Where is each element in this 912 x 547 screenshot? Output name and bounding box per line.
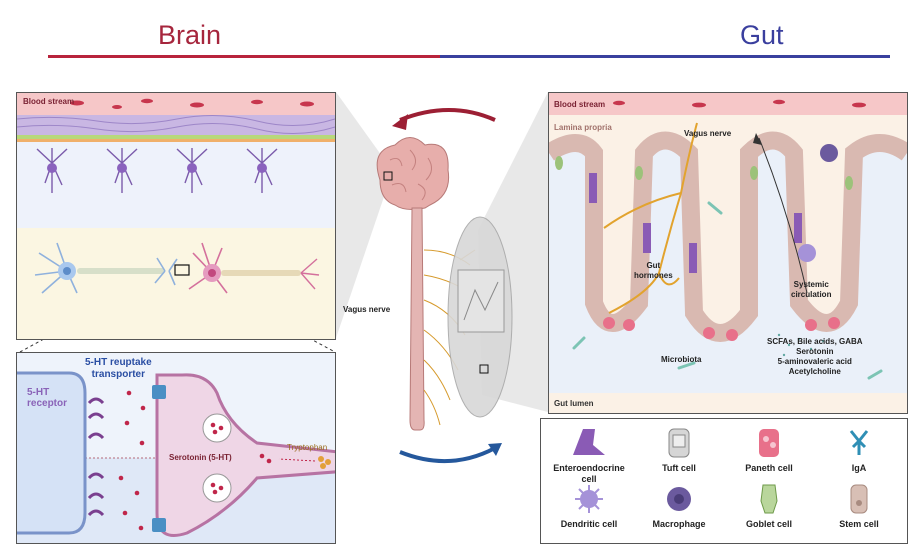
gut-hormones-label: Gut hormones <box>634 261 673 280</box>
brain-tissue-panel: Blood stream <box>16 92 336 340</box>
legend-item: Dendritic cell <box>541 481 637 530</box>
dendritic-cell-icon <box>575 485 603 513</box>
synapse-illustration <box>17 353 335 543</box>
brain-tissue-illustration <box>17 93 335 339</box>
gut-heading: Gut <box>740 20 784 50</box>
gut-to-brain-arrow <box>399 446 496 464</box>
brain-blood-stream-label: Blood stream <box>23 97 75 106</box>
legend-item: Macrophage <box>631 481 727 530</box>
synapse-panel: 5-HT receptor 5-HT reuptake transporter … <box>16 352 336 544</box>
lamina-propria-label: Lamina propria <box>554 123 612 132</box>
legend-item: IgA <box>811 425 907 474</box>
legend-item: Paneth cell <box>721 425 817 474</box>
gut-blood-stream-label: Blood stream <box>554 100 606 109</box>
brain-divider-bar <box>48 55 440 58</box>
brain-vagus-illustration <box>376 108 513 464</box>
paneth-cell-icon <box>759 429 779 457</box>
gut-vagus-nerve-label: Vagus nerve <box>684 129 732 138</box>
macrophage-icon <box>667 487 691 511</box>
tryptophan-label: Tryptophan <box>287 443 328 452</box>
legend-item: Goblet cell <box>721 481 817 530</box>
legend-item: Enteroendocrine cell <box>541 425 637 485</box>
receptor-label: 5-HT receptor <box>27 387 68 409</box>
enteroendocrine-cell-icon <box>573 429 605 455</box>
legend-item: Tuft cell <box>631 425 727 474</box>
iga-icon <box>849 430 869 455</box>
goblet-cell-icon <box>760 484 778 514</box>
metabolites-label: SCFAs, Bile acids, GABA Serotonin 5-amin… <box>767 337 863 376</box>
gut-tissue-panel: Blood stream Lamina propria Vagus nerve … <box>548 92 908 414</box>
transporter-label: 5-HT reuptake transporter <box>85 357 152 380</box>
systemic-circulation-label: Systemic circulation <box>791 280 832 299</box>
gut-lumen-label: Gut lumen <box>554 399 594 408</box>
gut-tissue-illustration <box>549 93 907 413</box>
microbiota-label: Microbiota <box>661 355 702 364</box>
brain-to-gut-arrow <box>399 108 496 122</box>
serotonin-label: Serotonin (5-HT) <box>169 453 232 462</box>
tuft-cell-icon <box>668 428 690 458</box>
center-vagus-nerve-label: Vagus nerve <box>343 305 391 314</box>
gut-divider-bar <box>440 55 890 58</box>
brain-heading: Brain <box>158 20 222 50</box>
legend-item: Stem cell <box>811 481 907 530</box>
cell-legend: Enteroendocrine cell Tuft cell Paneth ce… <box>540 418 908 544</box>
stem-cell-icon <box>850 484 868 514</box>
